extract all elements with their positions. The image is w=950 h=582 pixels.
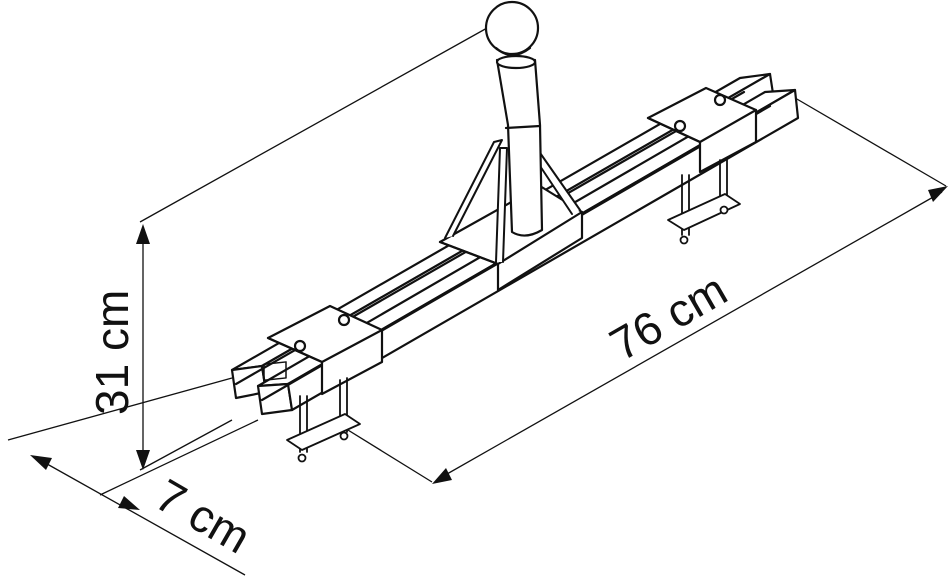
length-label: 76 cm bbox=[601, 263, 735, 371]
height-label: 31 cm bbox=[86, 290, 138, 415]
length-extension-back bbox=[789, 94, 947, 187]
height-extension-top bbox=[139, 17, 506, 223]
depth-extension-a bbox=[7, 377, 233, 441]
height-extension-bottom bbox=[139, 419, 233, 471]
depth-arrow-a bbox=[30, 455, 52, 470]
height-arrow-top bbox=[136, 224, 150, 244]
length-dimension-line bbox=[439, 191, 943, 479]
bracket-assembly bbox=[232, 2, 798, 462]
depth-label: 7 cm bbox=[147, 469, 259, 564]
height-arrow-bottom bbox=[136, 450, 150, 470]
depth-extension-b bbox=[99, 419, 259, 496]
dimension-arrows bbox=[30, 186, 948, 510]
tow-ball bbox=[486, 2, 538, 55]
depth-arrow-b bbox=[118, 496, 140, 510]
hitch-post bbox=[497, 56, 542, 236]
length-extension-front bbox=[334, 421, 433, 483]
right-clamp-block bbox=[648, 88, 756, 172]
length-arrow-front bbox=[432, 468, 452, 484]
dimension-lines bbox=[7, 17, 947, 576]
left-clamp-block bbox=[268, 306, 382, 394]
right-u-bolt bbox=[668, 158, 740, 244]
depth-dimension-line bbox=[39, 459, 246, 576]
left-u-bolt bbox=[287, 378, 360, 462]
length-arrow-back bbox=[928, 186, 948, 202]
